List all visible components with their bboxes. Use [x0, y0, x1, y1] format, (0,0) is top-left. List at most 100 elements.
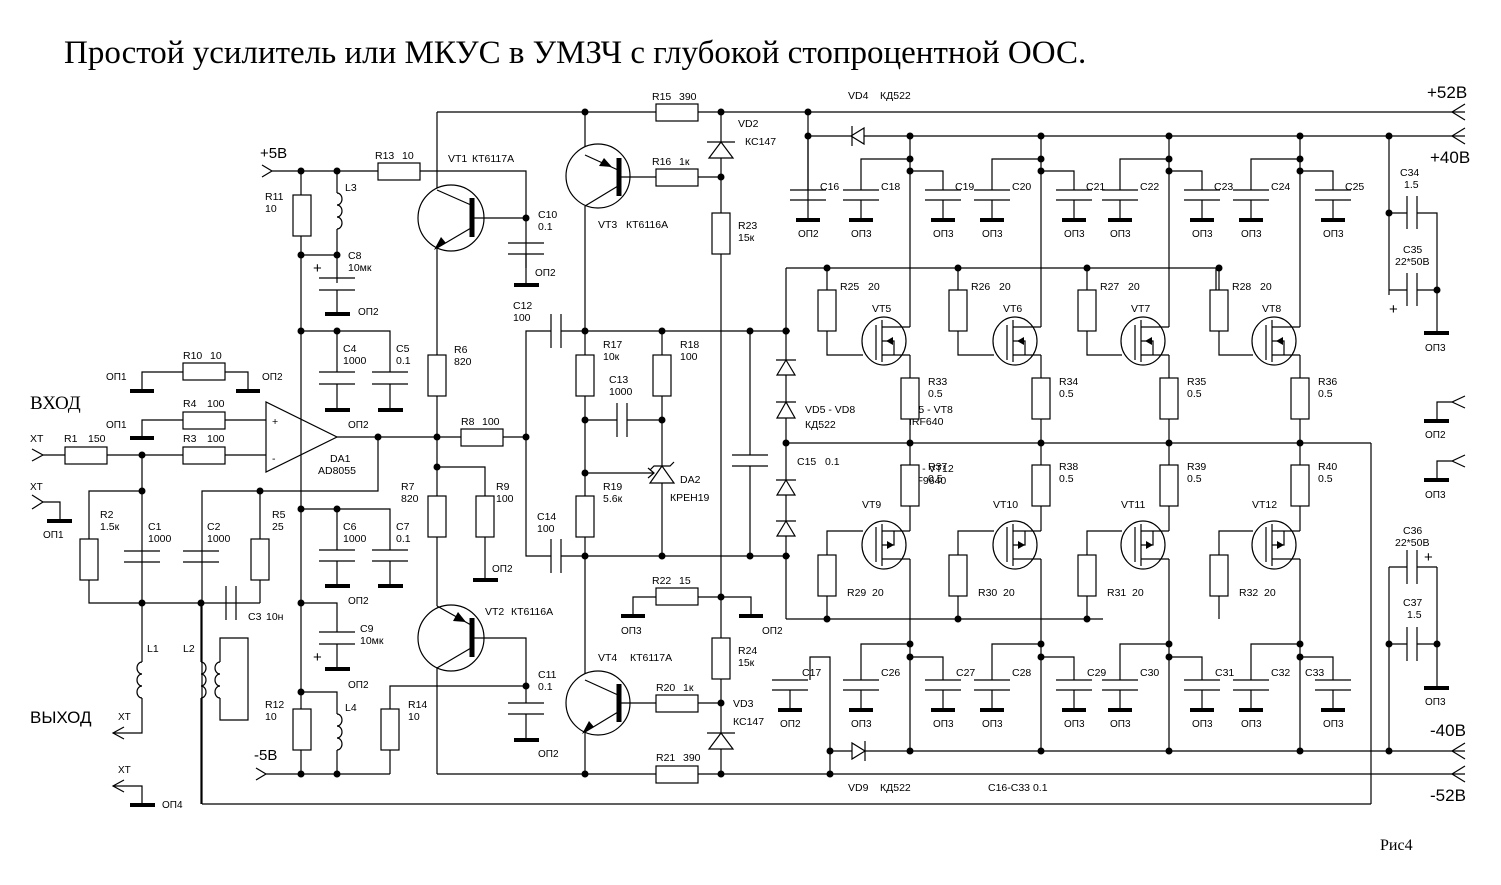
R24-label: R24 — [738, 645, 757, 657]
resistor-R33 — [900, 377, 920, 420]
ground-label: ОП3 — [1323, 229, 1344, 240]
polarity-plus: + — [1424, 549, 1433, 566]
VT10-label: VT10 — [993, 499, 1018, 511]
ground-label: ОП2 — [348, 596, 369, 607]
R8-value: 100 — [482, 416, 500, 428]
polarity-plus: + — [1389, 301, 1398, 318]
C6-label: C6 — [343, 521, 357, 533]
L4-label: L4 — [345, 702, 357, 714]
resistor-R13 — [377, 162, 421, 181]
R28-value: 20 — [1260, 281, 1272, 293]
R26-value: 20 — [999, 281, 1011, 293]
ground-label: ОП3 — [1241, 229, 1262, 240]
R29-value: 20 — [872, 587, 884, 599]
R23-label: R23 — [738, 220, 757, 232]
C11-value: 0.1 — [538, 681, 553, 693]
C13-value: 1000 — [609, 386, 633, 398]
C2-value: 1000 — [207, 533, 231, 545]
VT12-label: VT12 — [1252, 499, 1277, 511]
C3-value: 10н — [266, 611, 284, 623]
R18-value: 100 — [680, 351, 698, 363]
ground-label: ОП2 — [798, 229, 819, 240]
rail-diodes: VD4 КД522 VD9 КД522 С16-С33 0.1 — [804, 90, 1048, 794]
R6-label: R6 — [454, 344, 468, 356]
R13-value: 10 — [402, 150, 414, 162]
capacitor-C26-label: C26 — [881, 667, 900, 679]
ground-label: ОП2 — [538, 749, 559, 760]
ground-label: ОП3 — [1064, 719, 1085, 730]
R39-value: 0.5 — [1187, 473, 1202, 485]
R39-label: R39 — [1187, 461, 1206, 473]
VD2-label: VD2 — [738, 118, 759, 130]
R38-label: R38 — [1059, 461, 1078, 473]
R29-label: R29 — [847, 587, 866, 599]
capacitor-C25-label: C25 — [1345, 181, 1364, 193]
R3-label: R3 — [183, 433, 197, 445]
plus5-supply: +5В R13 10 R11 10 L3 + C8 10мк ОП2 C4 10… — [260, 145, 527, 470]
R17-value: 10к — [603, 351, 620, 363]
C34-value: 1.5 — [1404, 179, 1419, 191]
ground-label: ОП3 — [1241, 719, 1262, 730]
R9-label: R9 — [496, 481, 510, 493]
polarity-plus: + — [313, 260, 322, 277]
capacitor-C29-label: C29 — [1087, 667, 1106, 679]
ground-label: ОП3 — [933, 719, 954, 730]
VT4-label: VT4 — [598, 652, 617, 664]
capacitor-C19-label: C19 — [955, 181, 974, 193]
capacitor-C16-label: C16 — [820, 181, 839, 193]
capacitor-C20-label: C20 — [1012, 181, 1031, 193]
ground-label: ОП3 — [1064, 229, 1085, 240]
ground-label: ОП3 — [933, 229, 954, 240]
resistor-R7 — [427, 495, 447, 538]
R17-label: R17 — [603, 339, 622, 351]
R6-value: 820 — [454, 356, 472, 368]
inductor-L4 — [336, 713, 343, 751]
ground-label: ОП4 — [162, 800, 183, 811]
resistor-R32 — [1209, 554, 1229, 597]
opamp-plus-pin: + — [272, 416, 278, 428]
R2-label: R2 — [100, 509, 114, 521]
R1-label: R1 — [64, 433, 78, 445]
resistor-R10 — [182, 362, 226, 381]
C5-value: 0.1 — [396, 355, 411, 367]
resistor-R5 — [250, 538, 270, 581]
figure-label: Рис4 — [1380, 837, 1413, 854]
capacitor-C18-label: C18 — [881, 181, 900, 193]
rail-minus52-label: -52В — [1430, 786, 1466, 805]
DA2-label: DA2 — [680, 474, 701, 486]
R25-value: 20 — [868, 281, 880, 293]
ground-label: ОП2 — [492, 564, 513, 575]
ground-label: ОП1 — [106, 372, 127, 383]
R36-label: R36 — [1318, 376, 1337, 388]
resistor-R34 — [1031, 377, 1051, 420]
xt-label: XT — [118, 765, 131, 776]
rail-bulk-caps: C34 1.5 C35 22*50В + ОП3 ОП2 ОП3 C36 22*… — [1385, 132, 1466, 755]
C9-value: 10мк — [360, 635, 384, 647]
transistor-VT3 — [565, 143, 631, 209]
resistor-R37 — [900, 464, 920, 507]
R4-value: 100 — [207, 398, 225, 410]
C9-label: C9 — [360, 623, 374, 635]
resistor-R36 — [1290, 377, 1310, 420]
VD2-value: КС147 — [745, 136, 776, 148]
R35-label: R35 — [1187, 376, 1206, 388]
C10-value: 0.1 — [538, 221, 553, 233]
C14-value: 100 — [537, 523, 555, 535]
R16-label: R16 — [652, 156, 671, 168]
schematic-title: Простой усилитель или МКУС в УМЗЧ с глуб… — [64, 35, 1086, 71]
capacitor-C28-label: C28 — [1012, 667, 1031, 679]
C2-label: C2 — [207, 521, 221, 533]
output-label: ВЫХОД — [30, 708, 92, 727]
VD3-label: VD3 — [733, 698, 754, 710]
VD4-label: VD4 — [848, 90, 869, 102]
capacitor-C32-label: C32 — [1271, 667, 1290, 679]
driver-stage: VT1 КТ6117А C10 0.1 ОП2 R6 820 R8 100 R9… — [401, 91, 840, 784]
R40-label: R40 — [1318, 461, 1337, 473]
ground-label: ОП2 — [348, 420, 369, 431]
C1-label: C1 — [148, 521, 162, 533]
resistor-R22 — [655, 587, 699, 606]
R20-value: 1к — [683, 682, 694, 694]
ground-label: ОП3 — [851, 229, 872, 240]
VT1-label: VT1 — [448, 153, 467, 165]
